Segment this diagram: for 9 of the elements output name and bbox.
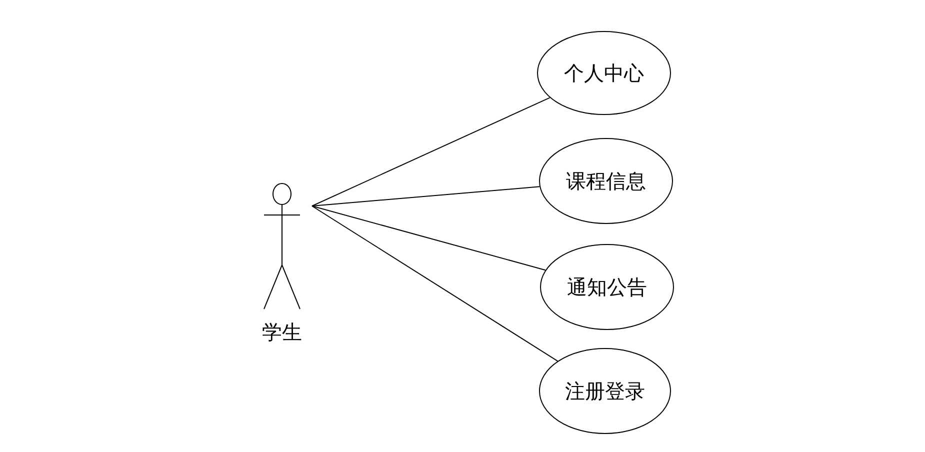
association-line: [312, 97, 550, 206]
use-case-ellipse: 通知公告: [540, 244, 674, 330]
association-line: [312, 186, 540, 206]
association-line: [312, 206, 546, 271]
association-line: [312, 206, 558, 362]
use-case-ellipse: 注册登录: [539, 348, 671, 434]
actor-label: 学生: [262, 319, 302, 346]
use-case-ellipse: 个人中心: [537, 31, 671, 115]
use-case-ellipse: 课程信息: [539, 138, 673, 224]
